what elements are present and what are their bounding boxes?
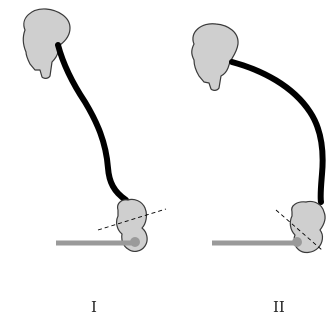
panel-1-label: I xyxy=(91,300,97,315)
panel-2-femur-head xyxy=(292,237,302,247)
panel-2-label: II xyxy=(273,300,285,315)
panel-1-femur-head xyxy=(130,237,140,247)
panel-2-spine xyxy=(232,62,323,202)
panel-1-posture xyxy=(23,9,166,251)
panel-2-posture xyxy=(192,24,325,253)
panel-1-spine xyxy=(58,45,126,200)
panel-2-skull xyxy=(192,24,238,91)
